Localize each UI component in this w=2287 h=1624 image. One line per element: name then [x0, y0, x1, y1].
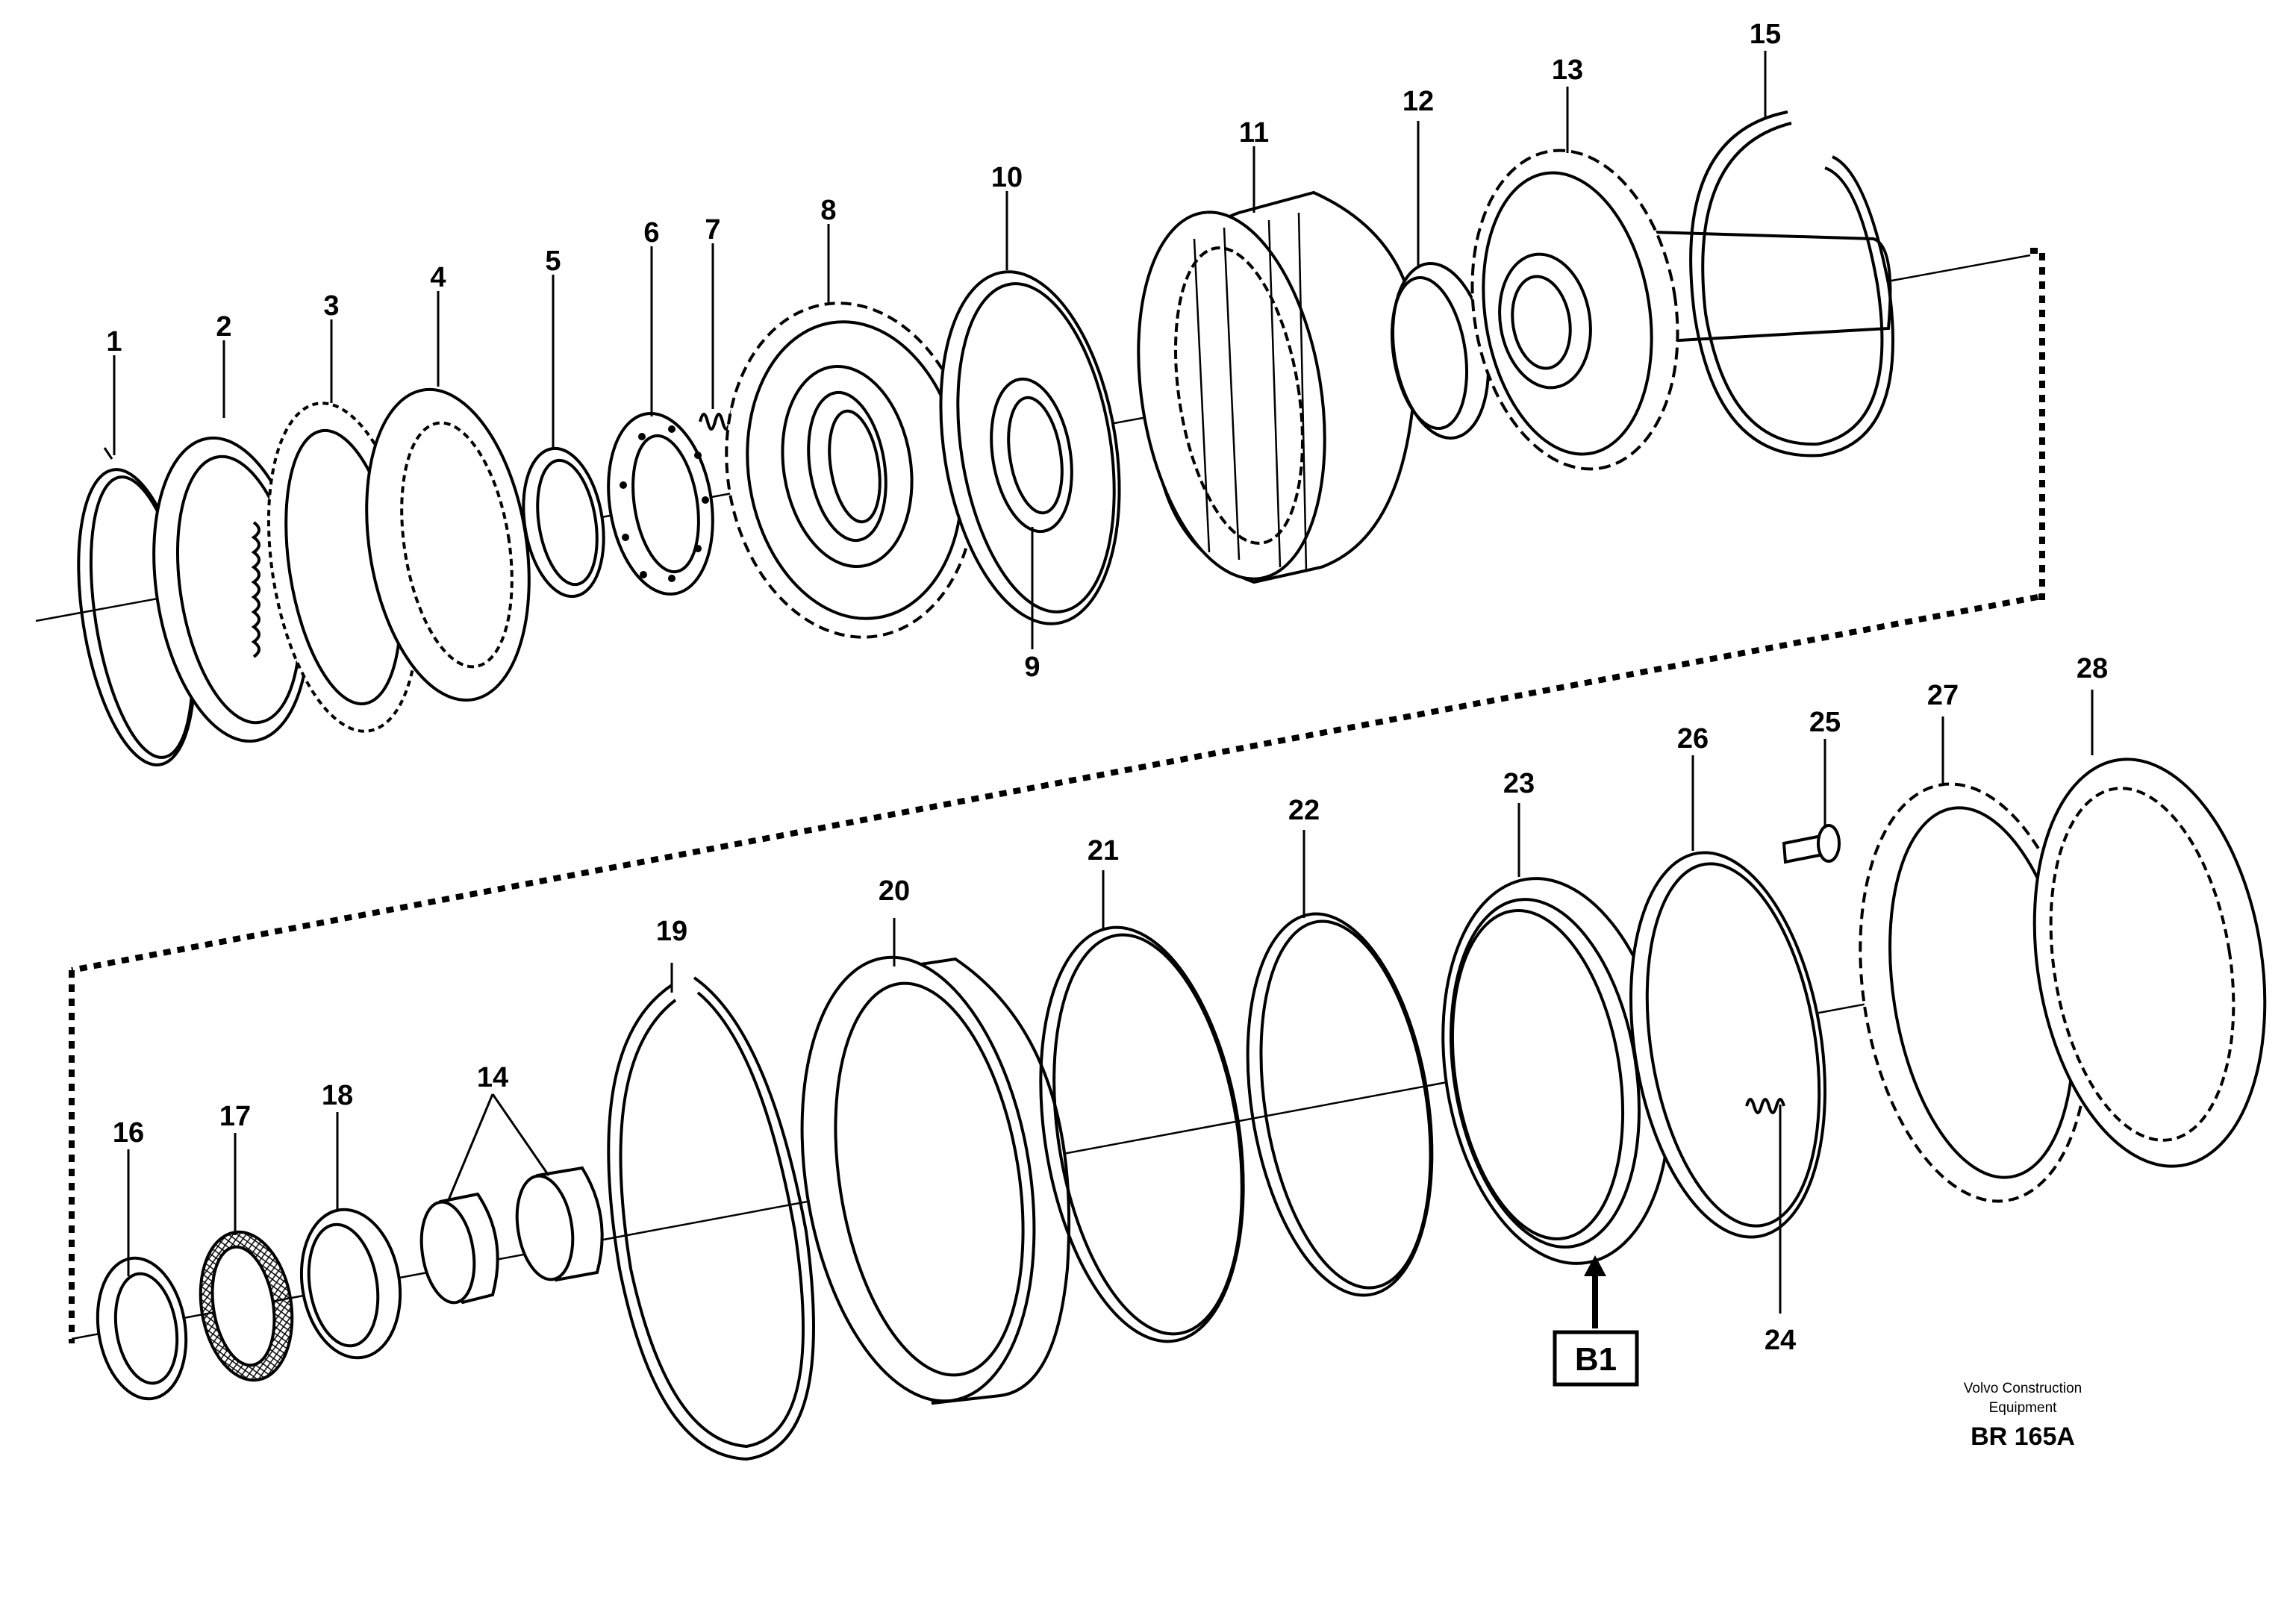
callout-labels: 1 2 3 4 5 6 7 8 9 10 11 12 13 14 15 16 1… [106, 19, 2108, 1356]
part-6-bearing-plate [607, 412, 714, 596]
callout-27: 27 [1927, 680, 1959, 711]
part-21-ring [1039, 925, 1245, 1343]
drawing-code: BR 165A [1971, 1422, 2075, 1451]
dashed-connector-line [69, 248, 2045, 1343]
part-16-seal-ring [96, 1256, 188, 1401]
part-18-bearing-ring [299, 1208, 402, 1360]
callout-5: 5 [545, 246, 561, 277]
part-11-drum [1137, 190, 1419, 584]
part-15-snap-ring [1689, 110, 1894, 457]
part-26-carrier-ring [1629, 851, 1826, 1239]
callout-11: 11 [1239, 117, 1269, 149]
credit-block: Volvo Construction Equipment BR 165A [1964, 1381, 2082, 1451]
callout-4: 4 [430, 262, 446, 293]
part-25-bolt [1782, 824, 1841, 864]
part-19-split-ring [607, 976, 815, 1461]
credit-line-2: Equipment [1989, 1400, 2058, 1416]
credit-line-1: Volvo Construction [1964, 1381, 2082, 1396]
callout-20: 20 [879, 875, 910, 907]
callout-1: 1 [106, 326, 122, 357]
callout-17: 17 [219, 1101, 251, 1132]
callout-2: 2 [216, 311, 231, 343]
callout-7: 7 [705, 214, 720, 246]
part-9-ring [990, 377, 1073, 534]
part-22-ring [1246, 912, 1434, 1297]
callout-26: 26 [1677, 723, 1709, 755]
callout-15: 15 [1750, 19, 1781, 50]
part-17-knurled-ring [199, 1230, 294, 1382]
callout-19: 19 [656, 916, 687, 947]
callout-8: 8 [820, 195, 836, 226]
part-4-friction-disc [365, 387, 531, 702]
callout-28: 28 [2077, 653, 2108, 684]
part-14-bushing-a [419, 1192, 499, 1305]
callout-18: 18 [322, 1080, 353, 1111]
callout-16: 16 [113, 1117, 144, 1149]
callout-21: 21 [1088, 835, 1119, 866]
callout-3: 3 [323, 290, 339, 322]
part-20-piston [800, 955, 1071, 1405]
leader-lines [113, 51, 2094, 1314]
callout-23: 23 [1503, 768, 1535, 799]
callout-24: 24 [1765, 1325, 1796, 1356]
reference-box-b1: B1 [1553, 1330, 1639, 1387]
callout-25: 25 [1809, 707, 1841, 738]
callout-10: 10 [991, 162, 1023, 193]
part-24-spring [1745, 1098, 1785, 1114]
callout-14: 14 [477, 1062, 508, 1093]
bottom-axis-line [71, 943, 2188, 1340]
callout-22: 22 [1288, 795, 1320, 826]
callout-9: 9 [1024, 652, 1040, 683]
callout-12: 12 [1403, 86, 1434, 117]
part-14-bushing-b [515, 1166, 604, 1282]
part-28-friction-disc [2032, 758, 2267, 1168]
part-13-gear-shaft [1470, 149, 1892, 471]
reference-arrow [1584, 1255, 1606, 1328]
callout-13: 13 [1552, 54, 1583, 86]
callout-6: 6 [643, 217, 659, 249]
reference-box-label: B1 [1575, 1341, 1617, 1378]
part-5-ring [522, 446, 605, 599]
